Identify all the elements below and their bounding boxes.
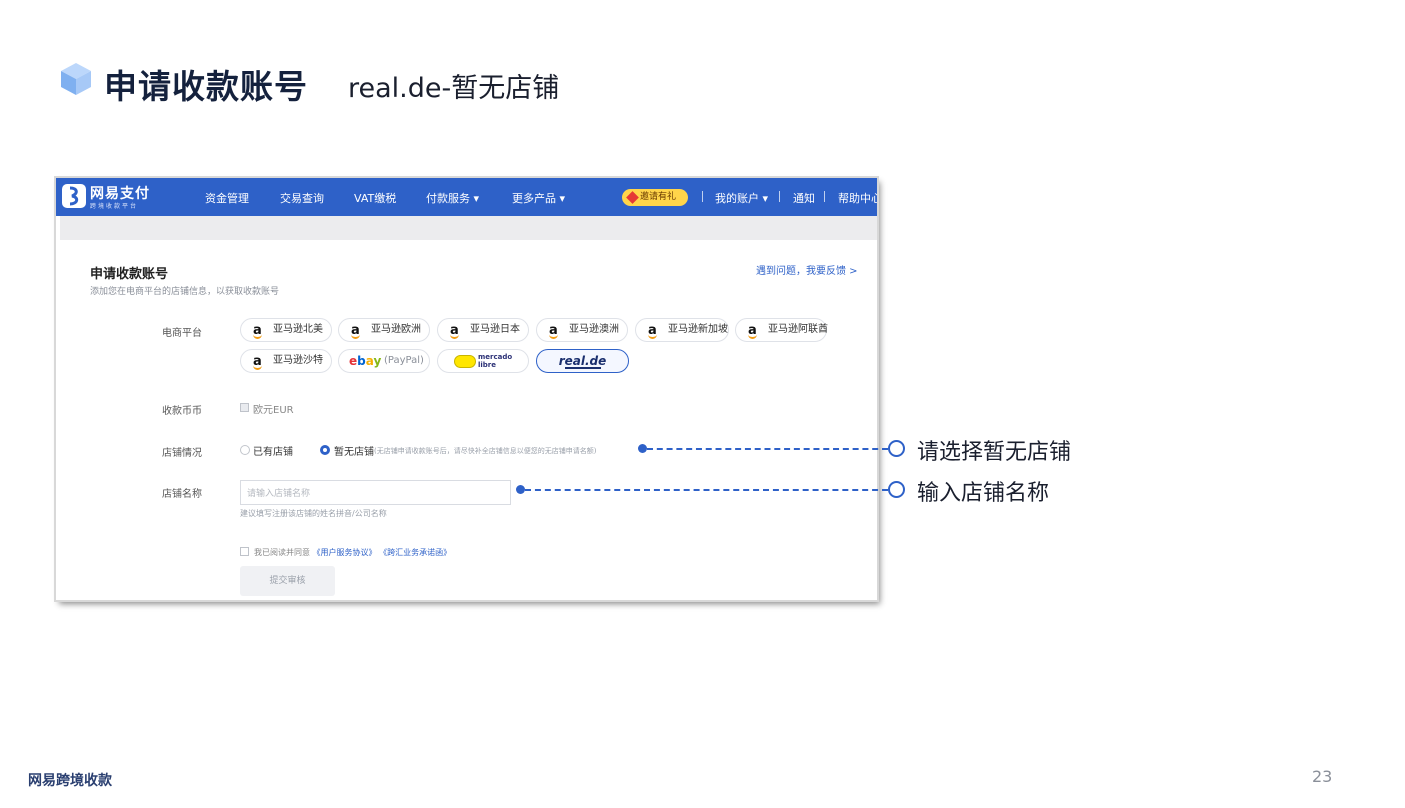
annotation-line: [525, 489, 888, 491]
platform-mercado-libre[interactable]: mercado libre: [437, 349, 529, 373]
slide-subtitle: real.de-暂无店铺: [348, 73, 560, 104]
feedback-link[interactable]: 遇到问题，我要反馈 >: [756, 266, 858, 277]
amazon-icon: a: [549, 320, 558, 342]
amazon-icon: a: [648, 320, 657, 342]
app-screenshot: 网易支付 跨境收款平台 资金管理 交易查询 VAT缴税 付款服务 ▾ 更多产品 …: [56, 178, 877, 600]
invite-badge[interactable]: 邀请有礼: [622, 189, 688, 206]
annotation-select-no-shop: 请选择暂无店铺: [917, 440, 1072, 465]
agree-checkbox[interactable]: [240, 547, 249, 556]
annotation-dot: [516, 485, 525, 494]
nav-item-more-products[interactable]: 更多产品 ▾: [512, 192, 566, 205]
amazon-icon: a: [351, 320, 360, 342]
nav-divider: [824, 191, 825, 202]
logo-text: 网易支付: [90, 186, 150, 202]
nav-item-transactions[interactable]: 交易查询: [280, 192, 324, 205]
nav-item-funds[interactable]: 资金管理: [205, 192, 249, 205]
radio-has-shop-label: 已有店铺: [253, 447, 293, 458]
form-title: 申请收款账号: [90, 267, 169, 282]
platform-real-de[interactable]: real.de: [536, 349, 629, 373]
logo-subtitle: 跨境收款平台: [90, 203, 139, 210]
shop-status-label: 店铺情况: [162, 448, 202, 459]
ebay-logo-icon: ebay: [349, 354, 382, 368]
currency-value: 欧元EUR: [253, 405, 294, 416]
real-de-logo-text: real.de: [537, 350, 628, 372]
page-header-strip: [60, 216, 877, 240]
platform-ebay[interactable]: ebay (PayPal): [338, 349, 430, 373]
shop-name-hint: 建议填写注册该店铺的姓名拼音/公司名称: [240, 509, 387, 518]
nav-item-help-center[interactable]: 帮助中心: [838, 192, 877, 205]
submit-button[interactable]: 提交审核: [240, 566, 335, 596]
radio-no-shop[interactable]: [320, 445, 330, 455]
nav-item-payment-services[interactable]: 付款服务 ▾: [426, 192, 480, 205]
radio-has-shop[interactable]: [240, 445, 250, 455]
platform-label: 电商平台: [162, 328, 202, 339]
no-shop-hint: (无店铺申请收款账号后，请尽快补全店铺信息以便您的无店铺申请名额): [374, 447, 597, 455]
nav-item-notice[interactable]: 通知: [793, 192, 815, 205]
ebay-paypal-text: (PayPal): [384, 355, 424, 366]
nav-divider: [779, 191, 780, 202]
annotation-enter-shop-name: 输入店铺名称: [917, 481, 1050, 506]
top-nav: 网易支付 跨境收款平台 资金管理 交易查询 VAT缴税 付款服务 ▾ 更多产品 …: [56, 178, 877, 216]
slide-title: 申请收款账号: [104, 67, 308, 106]
invite-label: 邀请有礼: [640, 192, 677, 202]
footer-brand: 网易跨境收款: [28, 773, 112, 789]
commitment-letter-link[interactable]: 《跨汇业务承诺函》: [379, 548, 452, 557]
shop-name-label: 店铺名称: [162, 489, 202, 500]
mercado-libre-text: mercado libre: [478, 353, 513, 369]
nav-item-my-account[interactable]: 我的账户 ▾: [715, 192, 769, 205]
annotation-dot: [638, 444, 647, 453]
user-agreement-link[interactable]: 《用户服务协议》: [312, 548, 377, 557]
amazon-icon: a: [748, 320, 757, 342]
annotation-line: [647, 448, 888, 450]
nav-item-vat[interactable]: VAT缴税: [354, 192, 397, 205]
page-number: 23: [1312, 767, 1333, 786]
mercado-libre-logo-icon: [454, 355, 476, 368]
cube-icon: [61, 63, 91, 95]
currency-checkbox: [240, 403, 249, 412]
amazon-icon: a: [253, 320, 262, 342]
agree-text: 我已阅读并同意 《用户服务协议》 《跨汇业务承诺函》: [254, 547, 451, 558]
amazon-icon: a: [253, 351, 262, 373]
currency-label: 收款币币: [162, 406, 202, 417]
amazon-icon: a: [450, 320, 459, 342]
annotation-ring-icon: [888, 440, 905, 457]
annotation-ring-icon: [888, 481, 905, 498]
radio-no-shop-label: 暂无店铺: [334, 447, 374, 458]
nav-divider: [702, 191, 703, 202]
form-description: 添加您在电商平台的店铺信息，以获取收款账号: [90, 287, 280, 297]
shop-name-input[interactable]: 请输入店铺名称: [240, 480, 511, 505]
gift-icon: [626, 191, 639, 204]
netease-pay-logo-icon[interactable]: [62, 184, 86, 208]
agree-prefix: 我已阅读并同意: [254, 548, 310, 557]
